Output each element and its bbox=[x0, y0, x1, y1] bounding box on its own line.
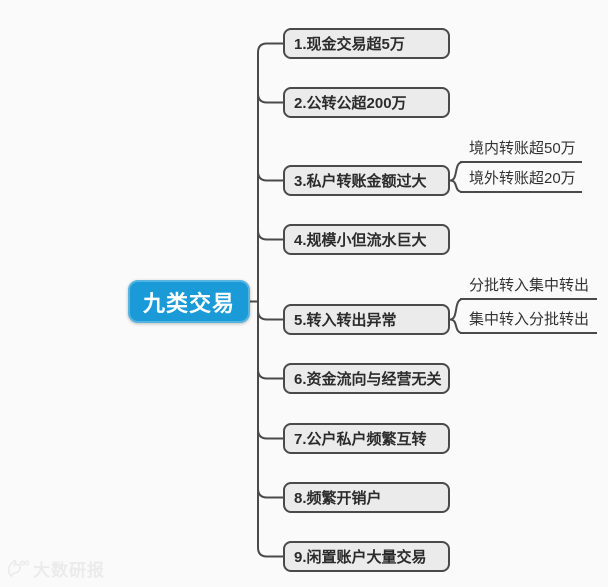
topic-node-6[interactable]: 6.资金流向与经营无关 bbox=[283, 363, 450, 394]
topic-node-8[interactable]: 8.频繁开销户 bbox=[283, 482, 450, 513]
topic-node-4[interactable]: 4.规模小但流水巨大 bbox=[283, 224, 450, 255]
subtopic-node-batch-in-concentrated-out[interactable]: 分批转入集中转出 bbox=[460, 276, 597, 300]
branch-topic-5 bbox=[257, 309, 285, 321]
topic-label: 3.私户转账金额过大 bbox=[294, 173, 427, 190]
subtopic-node-concentrated-in-batch-out[interactable]: 集中转入分批转出 bbox=[460, 310, 597, 334]
topic-node-1[interactable]: 1.现金交易超5万 bbox=[283, 28, 450, 59]
subtopic-label: 集中转入分批转出 bbox=[469, 311, 590, 328]
subtopic-node-overseas-transfer[interactable]: 境外转账超20万 bbox=[460, 169, 582, 193]
topic-label: 7.公户私户频繁互转 bbox=[294, 431, 427, 448]
topic-node-2[interactable]: 2.公转公超200万 bbox=[283, 87, 450, 118]
watermark: 大数研报 bbox=[7, 556, 105, 581]
topic-label: 4.规模小但流水巨大 bbox=[294, 232, 427, 249]
subtopic-label: 分批转入集中转出 bbox=[469, 277, 590, 294]
branch-topic-3 bbox=[257, 170, 285, 182]
root-node-nine-transaction-types[interactable]: 九类交易 bbox=[128, 280, 250, 323]
topic-label: 5.转入转出异常 bbox=[294, 312, 397, 329]
topic-node-7[interactable]: 7.公户私户频繁互转 bbox=[283, 423, 450, 454]
watermark-text: 大数研报 bbox=[33, 561, 105, 580]
branch-topic-7 bbox=[257, 428, 285, 440]
topic-node-9[interactable]: 9.闲置账户大量交易 bbox=[283, 541, 450, 572]
trunk-connector bbox=[257, 42, 285, 558]
topic-label: 9.闲置账户大量交易 bbox=[294, 549, 427, 566]
topic-label: 8.频繁开销户 bbox=[294, 490, 382, 507]
topic-label: 2.公转公超200万 bbox=[294, 95, 407, 112]
topic-label: 1.现金交易超5万 bbox=[294, 36, 405, 53]
watermark-logo-icon bbox=[7, 559, 29, 577]
subtopic-label: 境内转账超50万 bbox=[469, 140, 576, 157]
branch-topic-4 bbox=[257, 229, 285, 241]
branch-topic-8 bbox=[257, 487, 285, 499]
topic-label: 6.资金流向与经营无关 bbox=[294, 371, 442, 388]
subtopic-node-domestic-transfer[interactable]: 境内转账超50万 bbox=[460, 139, 582, 163]
subtopic-label: 境外转账超20万 bbox=[469, 170, 576, 187]
root-node-label: 九类交易 bbox=[142, 290, 235, 316]
branch-topic-2 bbox=[257, 92, 285, 104]
branch-topic-6 bbox=[257, 368, 285, 380]
topic-node-5[interactable]: 5.转入转出异常 bbox=[283, 304, 450, 335]
topic-node-3[interactable]: 3.私户转账金额过大 bbox=[283, 165, 450, 196]
